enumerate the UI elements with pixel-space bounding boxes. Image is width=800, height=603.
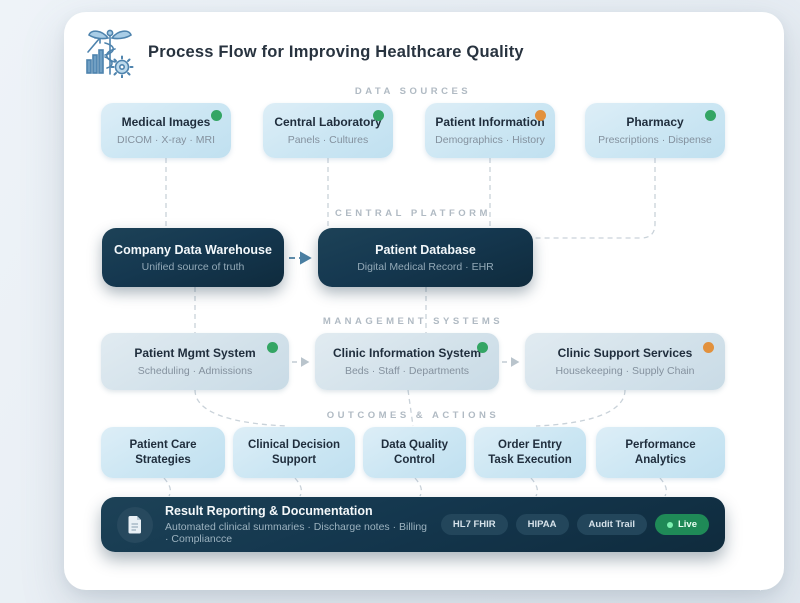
node-subtitle: Panels · Cultures <box>287 133 369 146</box>
node-title: Clinic Information System <box>332 345 482 360</box>
reporting-subtitle: Automated clinical summaries · Discharge… <box>165 521 428 545</box>
source-node-central-laboratory[interactable]: Central Laboratory Panels · Cultures <box>263 103 393 158</box>
node-subtitle: Prescriptions · Dispense <box>598 133 712 146</box>
node-title: Clinical Decision Support <box>247 438 341 466</box>
reporting-badges: HL7 FHIR HIPAA Audit Trail Live <box>440 514 709 535</box>
section-label-central-platform: CENTRAL PLATFORM <box>335 208 491 219</box>
live-dot-icon <box>666 521 673 528</box>
status-dot <box>535 110 546 121</box>
diagram-card: Process Flow for Improving Healthcare Qu… <box>64 12 784 590</box>
section-label-management-systems: MANAGEMENT SYSTEMS <box>322 316 504 327</box>
status-dot <box>703 342 714 353</box>
node-subtitle: Digital Medical Record · EHR <box>357 260 494 273</box>
section-label-outcomes-actions: OUTCOMES & ACTIONS <box>326 410 500 421</box>
badge-hl7-fhir: HL7 FHIR <box>440 514 508 535</box>
badge-audit-trail: Audit Trail <box>576 514 647 535</box>
mgmt-node-patient-mgmt-system[interactable]: Patient Mgmt System Scheduling · Admissi… <box>101 333 289 390</box>
node-title: Performance Analytics <box>625 438 696 466</box>
reporting-bar[interactable]: Result Reporting & Documentation Automat… <box>101 497 725 552</box>
node-title: Patient Information <box>435 114 545 129</box>
status-dot <box>211 110 222 121</box>
status-dot <box>477 342 488 353</box>
node-subtitle: Scheduling · Admissions <box>137 364 253 377</box>
node-subtitle: Beds · Staff · Departments <box>344 364 470 377</box>
reporting-title: Result Reporting & Documentation <box>165 504 373 518</box>
live-label: Live <box>677 519 697 530</box>
source-node-patient-information[interactable]: Patient Information Demographics · Histo… <box>425 103 555 158</box>
node-title: Central Laboratory <box>274 114 382 129</box>
badge-live: Live <box>654 514 709 535</box>
node-subtitle: DICOM · X-ray · MRI <box>117 133 215 146</box>
document-icon <box>117 506 153 543</box>
outcome-node-data-quality-control[interactable]: Data Quality Control <box>363 427 466 478</box>
node-title: Order Entry Task Execution <box>488 438 572 466</box>
mgmt-node-clinic-support-services[interactable]: Clinic Support Services Housekeeping · S… <box>525 333 725 390</box>
source-node-medical-images[interactable]: Medical Images DICOM · X-ray · MRI <box>101 103 231 158</box>
outcome-node-patient-care-strategies[interactable]: Patient Care Strategies <box>101 427 225 478</box>
connector-lines <box>163 158 667 497</box>
platform-node-company-data-warehouse[interactable]: Company Data Warehouse Unified source of… <box>102 228 284 287</box>
badge-hipaa: HIPAA <box>515 514 569 535</box>
node-title: Medical Images <box>121 114 211 129</box>
node-title: Patient Care Strategies <box>129 438 197 466</box>
node-title: Clinic Support Services <box>557 345 693 360</box>
node-subtitle: Housekeeping · Supply Chain <box>555 364 695 377</box>
node-title: Data Quality Control <box>380 438 449 466</box>
node-title: Patient Mgmt System <box>134 345 256 360</box>
source-node-pharmacy[interactable]: Pharmacy Prescriptions · Dispense <box>585 103 725 158</box>
status-dot <box>705 110 716 121</box>
node-title: Pharmacy <box>626 114 684 129</box>
status-dot <box>267 342 278 353</box>
mgmt-node-clinic-information-system[interactable]: Clinic Information System Beds · Staff ·… <box>315 333 499 390</box>
page-title: Process Flow for Improving Healthcare Qu… <box>148 42 524 61</box>
status-dot <box>373 110 384 121</box>
node-title: Patient Database <box>375 242 476 257</box>
outcome-node-clinical-decision-support[interactable]: Clinical Decision Support <box>233 427 355 478</box>
header: Process Flow for Improving Healthcare Qu… <box>84 26 524 78</box>
section-label-data-sources: DATA SOURCES <box>354 86 472 97</box>
node-subtitle: Unified source of truth <box>141 260 245 273</box>
outcome-node-order-entry-task-execution[interactable]: Order Entry Task Execution <box>474 427 586 478</box>
reporting-text: Result Reporting & Documentation Automat… <box>165 504 429 545</box>
node-title: Company Data Warehouse <box>114 242 272 257</box>
platform-node-patient-database[interactable]: Patient Database Digital Medical Record … <box>318 228 533 287</box>
next-chevron-icon[interactable] <box>760 539 784 591</box>
healthcare-analytics-logo-icon <box>86 29 134 78</box>
node-subtitle: Demographics · History <box>435 133 545 146</box>
outcome-node-performance-analytics[interactable]: Performance Analytics <box>596 427 725 478</box>
